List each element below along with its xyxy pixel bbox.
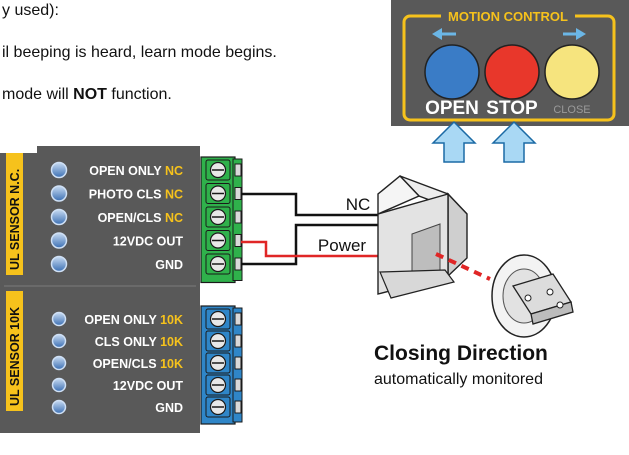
- sensor_10k-led-4: [51, 399, 67, 415]
- sensor_nc-terminal-label-4: GND: [155, 258, 183, 272]
- sensor_10k-terminal-name-1: CLS ONLY: [95, 335, 158, 349]
- sensor_nc-led-1: [50, 185, 68, 202]
- sensor_10k-led-1: [51, 333, 67, 349]
- sensor_10k-terminal-name-3: 12VDC OUT: [113, 379, 184, 393]
- sensor_nc-terminal-suffix-0: NC: [161, 164, 183, 178]
- left-arrow-icon: [432, 28, 456, 40]
- open-button[interactable]: [424, 44, 480, 100]
- sensor_10k-led-2: [51, 355, 67, 371]
- sensor_10k-terminal-name-0: OPEN ONLY: [84, 313, 157, 327]
- sensor_nc-terminal-suffix-1: NC: [161, 188, 183, 202]
- wire-power-red: [241, 240, 378, 258]
- sensor-nc-label-bg: [6, 153, 23, 275]
- sensor_10k-terminal-name-4: GND: [155, 401, 183, 415]
- instruction-line-3-post: function.: [106, 86, 172, 103]
- sensor_10k-terminal-label-1: CLS ONLY 10K: [95, 335, 183, 349]
- wire-nc-label: NC: [346, 195, 371, 214]
- right-arrow-icon: [563, 28, 586, 40]
- sensor_nc-terminal-name-1: PHOTO CLS: [89, 188, 162, 202]
- sensor_10k-terminal-label-0: OPEN ONLY 10K: [84, 313, 183, 327]
- instruction-line-1: y used):: [2, 2, 59, 19]
- sensor_10k-terminal-suffix-2: 10K: [157, 357, 183, 371]
- photo-sensor-icon: [377, 175, 491, 299]
- reflector-icon: [491, 254, 574, 338]
- closing-direction-subtitle: automatically monitored: [374, 371, 543, 388]
- sensor_10k-terminal-name-2: OPEN/CLS: [93, 357, 157, 371]
- stop-button[interactable]: [484, 44, 540, 100]
- open-pointer-arrow-icon: [431, 120, 477, 163]
- sensor-nc-section-label: UL SENSOR N.C.: [8, 169, 22, 270]
- instruction-line-3-bold: NOT: [73, 86, 107, 103]
- sensor_nc-terminal-label-2: OPEN/CLS NC: [98, 211, 183, 225]
- sensor_nc-terminal-label-1: PHOTO CLS NC: [89, 188, 183, 202]
- close-label: CLOSE: [553, 104, 590, 116]
- sensor_10k-led-0: [51, 311, 67, 327]
- closing-direction-title: Closing Direction: [374, 342, 548, 365]
- sensor_nc-terminal-name-2: OPEN/CLS: [98, 211, 162, 225]
- motion-control-title: MOTION CONTROL: [448, 9, 568, 24]
- board-panel: [0, 146, 200, 433]
- instruction-line-3-pre: mode will: [2, 86, 74, 103]
- sensor_nc-led-0: [50, 161, 68, 179]
- sensor_nc-led-3: [50, 232, 68, 249]
- sensor_10k-terminal-label-3: 12VDC OUT: [113, 379, 184, 393]
- sensor_10k-terminal-label-4: GND: [155, 401, 183, 415]
- wires: NC Power: [241, 192, 378, 266]
- sensor_10k-terminal-suffix-0: 10K: [157, 313, 183, 327]
- sensor_nc-led-2: [50, 208, 68, 226]
- wire-nc-black: [241, 192, 378, 217]
- sensor_nc-terminal-name-3: 12VDC OUT: [113, 235, 184, 249]
- sensor_nc-terminal-label-3: 12VDC OUT: [113, 235, 184, 249]
- sensor_nc-led-4: [50, 255, 68, 273]
- sensor_nc-terminal-name-0: OPEN ONLY: [89, 164, 162, 178]
- stop-label: STOP: [486, 98, 538, 119]
- sensor-beam: [435, 252, 491, 281]
- motion-control-panel: MOTION CONTROL OPEN STOP CLOSE: [391, 0, 629, 126]
- sensor_10k-led-3: [51, 377, 67, 393]
- sensor_nc-terminal-suffix-2: NC: [161, 211, 183, 225]
- close-button[interactable]: [544, 44, 600, 100]
- open-label: OPEN: [425, 98, 479, 119]
- instruction-line-2: il beeping is heard, learn mode begins.: [2, 44, 277, 61]
- sensor_nc-terminal-name-4: GND: [155, 258, 183, 272]
- control-board: UL SENSOR N.C. UL SENSOR 10K: [0, 146, 200, 433]
- sensor_10k-terminal-label-2: OPEN/CLS 10K: [93, 357, 183, 371]
- stop-pointer-arrow-icon: [491, 120, 537, 163]
- wire-power-label: Power: [318, 236, 367, 255]
- sensor-10k-label-bg: [6, 291, 23, 411]
- instruction-line-3: mode will NOT function.: [2, 86, 172, 104]
- sensor-10k-section-label: UL SENSOR 10K: [8, 307, 22, 406]
- sensor_nc-terminal-label-0: OPEN ONLY NC: [89, 164, 183, 178]
- sensor_10k-terminal-suffix-1: 10K: [157, 335, 183, 349]
- wire-gnd-black: [241, 223, 378, 266]
